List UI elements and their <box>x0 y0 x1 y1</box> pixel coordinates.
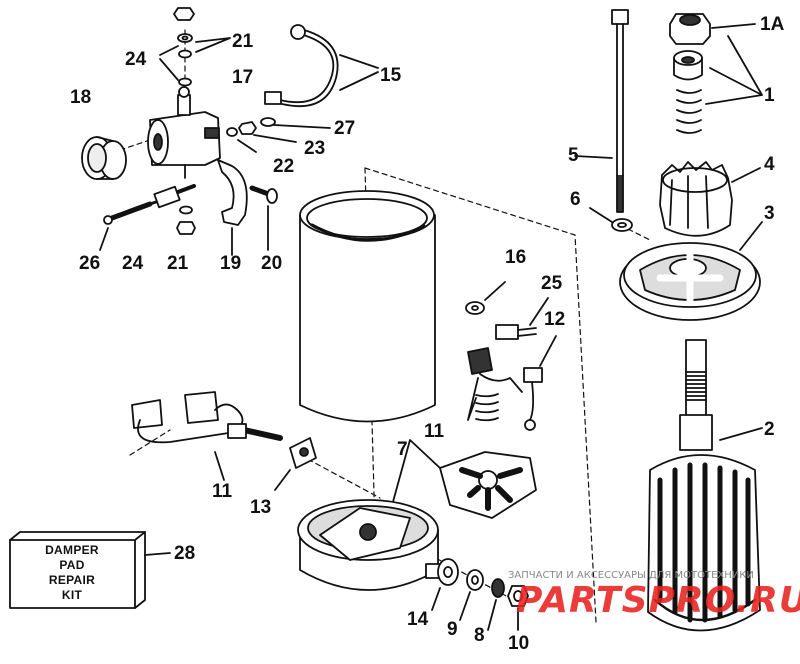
kit-label-damper: DAMPER <box>45 543 99 557</box>
callout-27: 27 <box>334 118 356 139</box>
part-11-brushes-right <box>467 347 523 422</box>
callout-13: 13 <box>250 497 272 518</box>
part-13-clip <box>274 437 317 491</box>
callout-20: 20 <box>261 253 283 274</box>
callout-16: 16 <box>505 247 527 268</box>
part-12-brush-lead <box>523 335 557 431</box>
callout-8: 8 <box>474 625 485 646</box>
part-26-terminal-bolt <box>99 184 196 251</box>
callout-14: 14 <box>407 609 429 630</box>
callout-19: 19 <box>220 253 242 274</box>
callout-11-right: 11 <box>424 421 445 442</box>
kit-label-pad: PAD <box>59 558 85 572</box>
part-11-brushes-left <box>131 391 283 481</box>
callout-12: 12 <box>544 309 566 330</box>
callout-24-bottom: 24 <box>122 253 144 274</box>
part-15-cable <box>264 24 379 108</box>
callout-28: 28 <box>174 543 196 564</box>
part-1-collar-spring <box>673 35 763 134</box>
kit-label-kit: KIT <box>61 588 83 602</box>
callout-10: 10 <box>508 633 530 654</box>
callout-6: 6 <box>570 189 581 210</box>
end-housing <box>297 499 441 591</box>
part-5-through-bolt <box>574 9 629 213</box>
part-7-brush-plate <box>387 439 537 521</box>
motor-frame-cylinder <box>299 190 436 423</box>
callout-21-top: 21 <box>232 31 254 52</box>
callout-22: 22 <box>273 156 295 177</box>
callout-2: 2 <box>764 419 775 440</box>
callout-3: 3 <box>764 203 775 224</box>
watermark-brand: PARTSPRO.RU <box>516 580 800 621</box>
parts-14-9-8-10-washers <box>431 558 529 631</box>
callout-5: 5 <box>568 145 579 166</box>
callout-7: 7 <box>397 439 408 460</box>
callout-4: 4 <box>764 154 775 175</box>
part-17-solenoid <box>147 86 221 179</box>
part-19-bracket <box>217 159 248 256</box>
callout-21-bottom: 21 <box>167 253 189 274</box>
callout-1A: 1A <box>760 14 785 35</box>
part-2-armature <box>647 339 763 632</box>
watermark-caption: ЗАПЧАСТИ И АКСЕССУАРЫ ДЛЯ МОТОТЕХНИКИ <box>508 570 754 581</box>
part-4-pinion <box>659 161 761 237</box>
part-18-bushing <box>81 136 127 180</box>
part-3-end-cap <box>619 221 763 321</box>
part-25-screw <box>495 297 549 340</box>
part-1A-nut <box>669 13 756 45</box>
kit-label-repair: REPAIR <box>48 573 96 587</box>
callout-17: 17 <box>232 67 254 88</box>
callout-1: 1 <box>764 85 775 106</box>
parts-22-23-27-nuts <box>226 117 331 153</box>
callout-18: 18 <box>70 87 92 108</box>
callout-23: 23 <box>304 138 326 159</box>
callout-24-top: 24 <box>125 49 147 70</box>
callout-25: 25 <box>541 273 563 294</box>
parts-21-24-nuts-washers <box>159 7 231 87</box>
part-16-washer <box>465 281 506 315</box>
part-20-screw <box>249 185 278 251</box>
callout-9: 9 <box>447 619 458 640</box>
callout-11-left: 11 <box>212 481 233 502</box>
callout-15: 15 <box>380 65 402 86</box>
callout-26: 26 <box>79 253 101 274</box>
part-6-washer <box>589 207 633 232</box>
part-28-repair-kit-box <box>9 531 171 609</box>
